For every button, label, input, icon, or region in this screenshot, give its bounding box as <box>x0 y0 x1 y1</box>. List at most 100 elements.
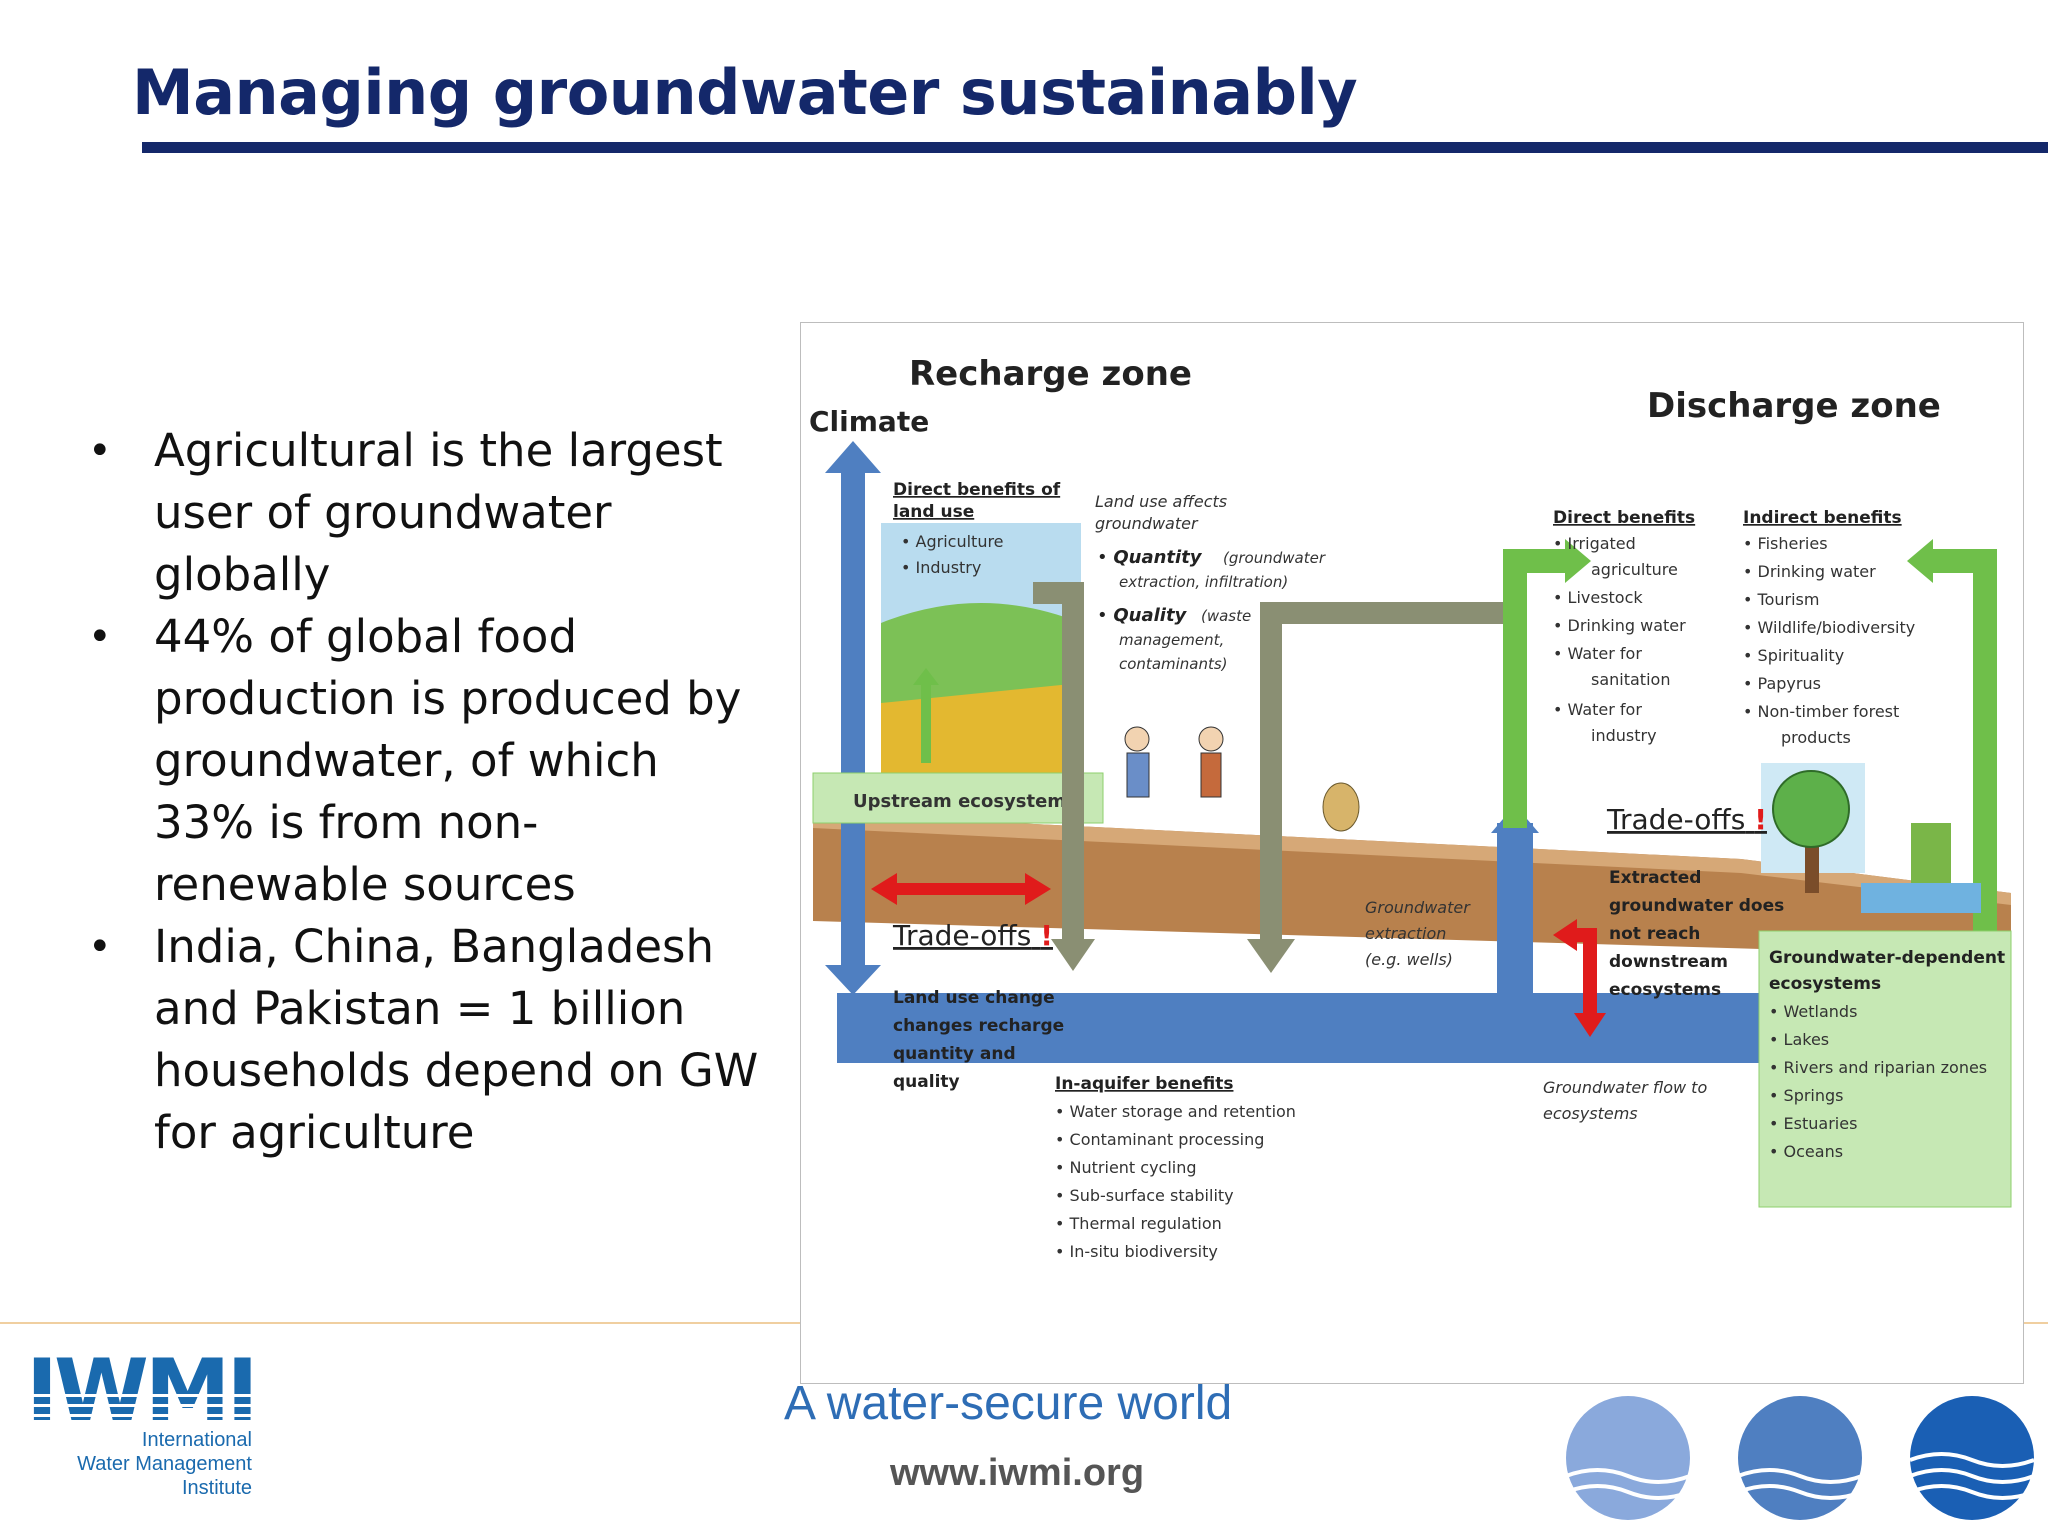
upstream-ecosystems-label: Upstream ecosystems <box>853 791 1077 812</box>
website-link[interactable]: www.iwmi.org <box>890 1452 1145 1494</box>
upstream-ecosystems-box <box>812 772 1104 824</box>
gde-item: • Springs <box>1769 1086 1844 1105</box>
bullet-dot: • <box>88 924 112 970</box>
direct-benefits-arrow <box>1503 549 1571 828</box>
in-aquifer-item: • Contaminant processing <box>1055 1130 1264 1149</box>
bullet-dot: • <box>88 614 112 660</box>
wheat-icon <box>1322 782 1360 832</box>
farmer2-head-icon <box>1198 726 1224 752</box>
bullet-item: • 44% of global food production is produc… <box>84 606 764 916</box>
climate-arrow-head-up <box>825 441 881 473</box>
water-wave-icon <box>1909 1468 2035 1484</box>
farmer-head-icon <box>1124 726 1150 752</box>
recharge-zone-title: Recharge zone <box>909 354 1192 394</box>
indirect-benefit-item: • Tourism <box>1743 590 1819 609</box>
tradeoffs-right-label: Trade-offs ! <box>1606 803 1767 836</box>
direct-benefits-arrow-head <box>1565 539 1591 583</box>
gde-item: • Lakes <box>1769 1030 1829 1049</box>
bullet-text: Agricultural is the largest user of grou… <box>154 424 723 601</box>
svg-text:IWMI: IWMI <box>26 1348 254 1438</box>
tradeoff-right-arrow <box>1571 928 1597 1015</box>
slide-title: Managing groundwater sustainably <box>132 56 1358 129</box>
quantity-line: • Quantity <box>1097 547 1203 568</box>
water-wave-icon <box>1909 1484 2035 1500</box>
land-use-recharge-arrow <box>1033 582 1084 943</box>
climate-label: Climate <box>809 405 929 438</box>
indirect-benefits-heading: Indirect benefits <box>1743 508 1902 528</box>
tradeoff-right-arrow-head-down <box>1574 1013 1606 1037</box>
tradeoff-left-arrow <box>891 883 1031 895</box>
land-use-benefit-item: • Industry <box>901 558 981 577</box>
tradeoff-right-arrow-head-top <box>1553 919 1577 951</box>
decorative-water-circles <box>1560 1380 2048 1536</box>
water-circle-light-icon <box>1566 1396 1690 1520</box>
bullet-text: India, China, Bangladesh and Pakistan = … <box>154 920 759 1159</box>
water-wave-icon <box>1565 1484 1691 1500</box>
indirect-benefit-item: • Drinking water <box>1743 562 1876 581</box>
water-circle-medium-icon <box>1738 1396 1862 1520</box>
indirect-benefit-item: • Papyrus <box>1743 674 1821 693</box>
bullet-item: • Agricultural is the largest user of gro… <box>84 420 764 606</box>
land-use-benefit-item: • Agriculture <box>901 532 1004 551</box>
iwmi-logo-subtitle: International Water Management Institute <box>26 1428 252 1500</box>
direct-benefits-heading: Direct benefits <box>1553 508 1695 528</box>
title-underline <box>142 142 2048 153</box>
logo-subtitle-line: Water Management <box>77 1453 252 1475</box>
water-wave-icon <box>1737 1468 1863 1484</box>
water-wave-icon <box>1909 1452 2035 1468</box>
farmer2-body-icon <box>1200 752 1222 798</box>
groundwater-diagram: Upstream ecosystems Recharge zone Climat… <box>800 322 2024 1384</box>
gde-item: • Rivers and riparian zones <box>1769 1058 1987 1077</box>
tagline: A water-secure world <box>784 1377 1233 1430</box>
soil-layer <box>813 813 2011 963</box>
recharge-up-arrow <box>921 683 931 763</box>
aquifer-flow-band <box>837 993 1877 1063</box>
indirect-benefits-arrow <box>1927 549 1997 935</box>
indirect-benefit-item: • Fisheries <box>1743 534 1828 553</box>
farmer-body-icon <box>1126 752 1150 798</box>
soil-highlight <box>813 813 2011 905</box>
climate-arrow-shaft <box>841 463 865 973</box>
indirect-benefit-item: • Wildlife/biodiversity <box>1743 618 1915 637</box>
in-aquifer-item: • Thermal regulation <box>1055 1214 1222 1233</box>
climate-arrow-head-down <box>825 965 881 995</box>
in-aquifer-heading: In-aquifer benefits <box>1055 1074 1233 1094</box>
indirect-benefit-item: • Spirituality <box>1743 646 1844 665</box>
water-wave-icon <box>1737 1484 1863 1500</box>
tradeoff-left-arrow-head-l <box>871 873 897 905</box>
iwmi-logo: IWMI <box>26 1341 258 1516</box>
bullet-list: • Agricultural is the largest user of gro… <box>84 420 764 1164</box>
gde-box <box>1758 930 2012 1208</box>
gde-item: • Wetlands <box>1769 1002 1857 1021</box>
water-wave-icon <box>1565 1468 1691 1484</box>
bullet-dot: • <box>88 428 112 474</box>
quality-line: • Quality <box>1097 605 1188 626</box>
reeds <box>1911 823 1951 883</box>
tradeoffs-left-label: Trade-offs ! <box>892 919 1053 952</box>
in-aquifer-item: • Nutrient cycling <box>1055 1158 1197 1177</box>
tree-canopy <box>1772 770 1850 848</box>
gde-item: • Oceans <box>1769 1142 1843 1161</box>
logo-subtitle-line: International <box>141 1429 252 1451</box>
in-aquifer-item: • Water storage and retention <box>1055 1102 1296 1121</box>
well-rise-arrow <box>1497 823 1533 1013</box>
bullet-item: • India, China, Bangladesh and Pakistan =… <box>84 916 764 1164</box>
indirect-benefits-arrow-head <box>1907 539 1933 583</box>
extraction-arrow <box>1260 602 1511 943</box>
in-aquifer-item: • In-situ biodiversity <box>1055 1242 1218 1261</box>
discharge-zone-title: Discharge zone <box>1647 386 1941 426</box>
recharge-up-arrow-head <box>913 668 939 685</box>
wetland-pond <box>1861 883 1981 913</box>
extraction-arrow-head <box>1247 939 1295 973</box>
bullet-text: 44% of global food production is produce… <box>154 610 742 911</box>
land-use-recharge-arrow-head <box>1051 939 1095 971</box>
